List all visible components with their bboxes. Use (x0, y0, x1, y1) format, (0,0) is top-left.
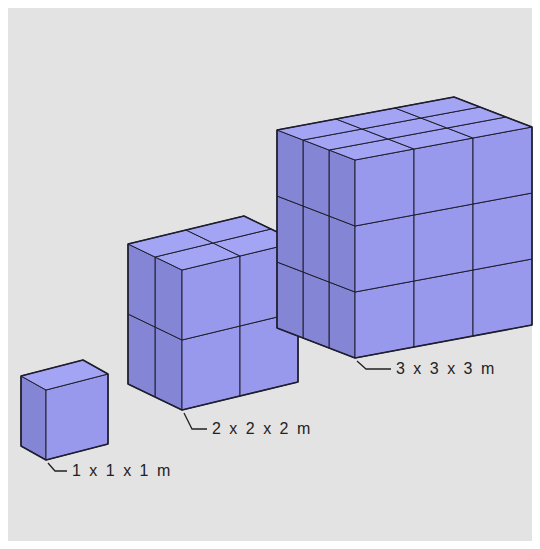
leader-line (357, 361, 391, 369)
cube-figure (21, 360, 108, 460)
dimension-label: 2 x 2 x 2 m (212, 419, 312, 438)
cube-facet (355, 215, 414, 292)
cube-outline (21, 360, 108, 460)
cube-facet (155, 327, 182, 410)
cube-facet (277, 196, 303, 272)
cube-facet (303, 140, 329, 216)
cube-facet (277, 262, 303, 338)
cube-facet (277, 130, 303, 206)
cube-figure (277, 97, 532, 358)
dimension-label: 3 x 3 x 3 m (396, 359, 496, 378)
cube-facet (182, 256, 240, 340)
cube-outline (277, 97, 532, 358)
leader-line (48, 463, 67, 471)
cube-facet (473, 127, 532, 204)
cube-figure (128, 216, 298, 410)
cube-facet (473, 193, 532, 270)
cube-facet (473, 259, 532, 336)
cube-facet (303, 272, 329, 348)
cube-facet (128, 244, 155, 327)
cube-facet (303, 206, 329, 282)
cube-facet (155, 257, 182, 340)
leader-line (184, 413, 207, 429)
cube-outline (128, 216, 298, 410)
cube-facet (355, 281, 414, 358)
cube-facet (414, 204, 473, 281)
cube-facet (414, 270, 473, 347)
cube-facet (329, 282, 355, 358)
dimension-label: 1 x 1 x 1 m (72, 461, 172, 480)
cube-facet (329, 150, 355, 226)
cube-facet (329, 216, 355, 292)
cube-facet (355, 149, 414, 226)
cube-facet (414, 138, 473, 215)
cube-facet (128, 314, 155, 397)
